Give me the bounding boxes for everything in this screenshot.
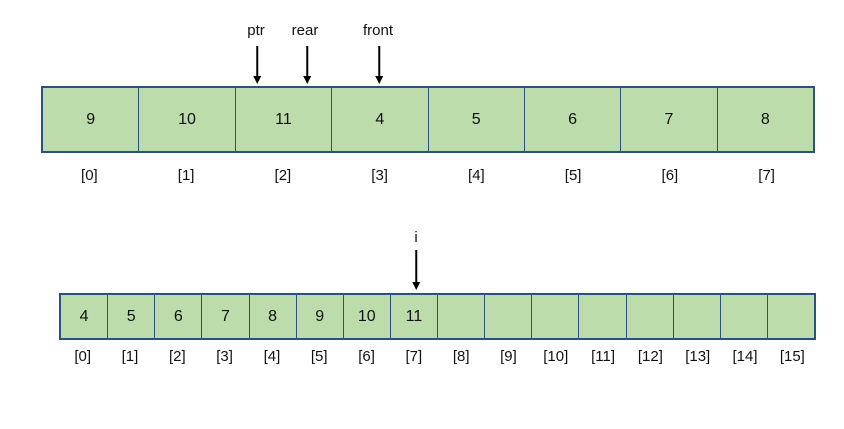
original-queue-index-row: [0] [1] [2] [3] [4] [5] [6] [7] (41, 167, 815, 185)
index-label: [3] (371, 167, 388, 184)
cell: 10 (138, 88, 234, 151)
i-pointer-label: i (414, 229, 418, 246)
rear-pointer-label: rear (291, 22, 319, 39)
cell: 4 (331, 88, 427, 151)
index-label: [1] (121, 348, 139, 365)
cell: 6 (523, 88, 620, 151)
cell (531, 295, 578, 338)
cell: 8 (716, 88, 813, 151)
index-label: [14] (732, 348, 758, 365)
cell: 11 (389, 295, 437, 338)
index-label: [0] (81, 167, 98, 184)
index-label: [2] (168, 348, 186, 365)
cell: 4 (79, 307, 89, 325)
index-label: [7] (758, 167, 775, 184)
front-arrow-icon (378, 46, 380, 76)
cell (484, 295, 531, 338)
cell: 7 (201, 295, 248, 338)
index-label: [4] (263, 348, 281, 365)
cell: 6 (154, 295, 201, 338)
index-label: [3] (216, 348, 233, 365)
cell (719, 295, 767, 338)
cell: 7 (620, 88, 716, 151)
index-label: [12] (637, 348, 663, 365)
index-label: [9] (500, 348, 517, 365)
ptr-arrow-icon (256, 46, 258, 76)
index-label: [0] (74, 348, 91, 365)
index-label: [10] (543, 348, 569, 365)
index-label: [8] (452, 348, 470, 365)
cell: 5 (427, 88, 524, 151)
ptr-pointer-label: ptr (247, 22, 265, 39)
cell: 9 (86, 110, 96, 128)
index-label: [15] (779, 348, 805, 365)
resized-queue-index-row: [0] [1] [2] [3] [4] [5] [6] [7] [8] [9] [10] [11] [1… (59, 348, 816, 366)
cell (578, 295, 625, 338)
i-arrow-icon (415, 250, 417, 282)
cell (672, 295, 720, 338)
index-label: [13] (685, 348, 711, 365)
cell: 5 (107, 295, 154, 338)
cell (766, 295, 814, 338)
index-label: [1] (177, 167, 195, 184)
index-label: [7] (405, 348, 423, 365)
index-label: [5] (310, 348, 328, 365)
index-label: [2] (274, 167, 292, 184)
cell: 8 (248, 295, 296, 338)
cell: 9 (295, 295, 343, 338)
index-label: [11] (591, 348, 616, 365)
cell (437, 295, 484, 338)
rear-arrow-icon (306, 46, 308, 76)
front-pointer-label: front (362, 22, 394, 39)
cell: 10 (342, 295, 390, 338)
index-label: [5] (564, 167, 582, 184)
cell (625, 295, 673, 338)
index-label: [6] (358, 348, 375, 365)
cell: 11 (234, 88, 331, 151)
index-label: [4] (468, 167, 485, 184)
index-label: [6] (661, 167, 679, 184)
